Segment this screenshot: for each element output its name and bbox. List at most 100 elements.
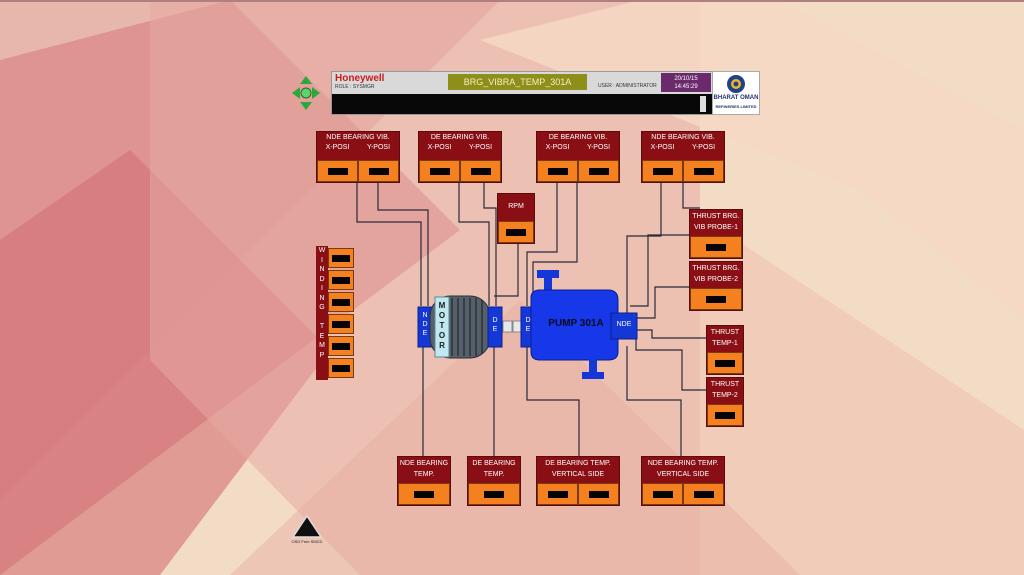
x-posi-label: X-POSI	[427, 144, 452, 151]
vib-box-title: NDE BEARING VIB.	[651, 134, 715, 141]
triangle-nav-icon[interactable]	[290, 515, 324, 543]
caption-line: NDE BEARING TEMP.	[647, 460, 719, 467]
value-field[interactable]	[690, 288, 742, 310]
value-field[interactable]	[578, 160, 619, 182]
pump-de-temp-box[interactable]: DE BEARING TEMP. VERTICAL SIDE	[536, 456, 620, 506]
caption-line: TEMP.	[413, 471, 435, 478]
display-title: BRG_VIBRA_TEMP_301A	[448, 74, 587, 90]
triangle-icon-caption: OSD Free SMCD	[291, 539, 323, 544]
label-letter: N	[319, 266, 325, 273]
caption-line: THRUST BRG.	[692, 265, 740, 272]
company-logo: BHARAT OMAN REFINERIES LIMITED	[712, 71, 760, 115]
bottom-caption: NDE BEARING TEMP.	[398, 457, 450, 480]
caption-line: TEMP-1	[712, 340, 738, 347]
value-field[interactable]	[498, 221, 534, 243]
value-field[interactable]	[419, 160, 460, 182]
thrust-temp-caption: THRUST TEMP-1	[707, 326, 743, 349]
value-field[interactable]	[328, 314, 354, 334]
winding-temp-box[interactable]: W I N D I N G T E M P	[316, 246, 354, 380]
value-field[interactable]	[537, 160, 578, 182]
caption-line: THRUST	[710, 381, 740, 388]
pump-nde-label: NDE	[616, 321, 632, 328]
value-field[interactable]	[328, 248, 354, 268]
value-field[interactable]	[642, 160, 683, 182]
label-letter: W	[318, 247, 326, 254]
value-field[interactable]	[537, 483, 578, 505]
caption-line: THRUST BRG.	[692, 213, 740, 220]
value-field[interactable]	[707, 352, 743, 374]
thrust-vib-caption: THRUST BRG. VIB PROBE-1	[690, 210, 742, 233]
vib-box-title: DE BEARING VIB.	[430, 134, 490, 141]
value-field[interactable]	[358, 160, 399, 182]
role-label: ROLE : SYSMGR	[335, 84, 375, 90]
value-field[interactable]	[690, 236, 742, 258]
logo-line2: REFINERIES LIMITED	[715, 104, 757, 109]
label-letter: I	[321, 256, 323, 264]
value-field[interactable]	[642, 483, 683, 505]
thrust-temp-1-box[interactable]: THRUST TEMP-1	[706, 325, 744, 375]
value-field[interactable]	[317, 160, 358, 182]
label-letter: P	[319, 351, 325, 359]
thrust-vib-probe-2-box[interactable]: THRUST BRG.VIB PROBE-2	[689, 261, 743, 311]
value-field[interactable]	[683, 483, 724, 505]
value-field[interactable]	[460, 160, 501, 182]
caption-line: NDE BEARING	[399, 460, 449, 467]
logo-line1: BHARAT OMAN	[713, 95, 759, 101]
thrust-vib-probe-1-box[interactable]: THRUST BRG. VIB PROBE-1	[689, 209, 743, 259]
value-field[interactable]	[328, 270, 354, 290]
y-posi-label: Y-POSI	[366, 144, 391, 151]
brand-label: Honeywell	[335, 73, 385, 84]
caption-line: DE BEARING TEMP.	[545, 460, 611, 467]
bottom-caption: DE BEARING TEMP. VERTICAL SIDE	[537, 457, 619, 480]
coupling	[502, 320, 523, 333]
vib-box-title: DE BEARING VIB.	[548, 134, 608, 141]
value-field[interactable]	[328, 358, 354, 378]
bottom-caption: NDE BEARING TEMP.VERTICAL SIDE	[642, 457, 724, 480]
value-field[interactable]	[328, 336, 354, 356]
pump-label: PUMP 301A	[548, 318, 604, 329]
value-field[interactable]	[468, 483, 520, 505]
alarm-line[interactable]	[332, 94, 712, 114]
datetime-box: 20/10/15 14:45:29	[661, 73, 711, 92]
label-letter: E	[319, 332, 325, 340]
value-field[interactable]	[328, 292, 354, 312]
date-label: 20/10/15	[674, 76, 698, 82]
alarm-scroll-icon[interactable]	[700, 96, 706, 112]
label-letter: G	[319, 304, 325, 311]
winding-temp-label: W I N D I N G T E M P	[316, 246, 328, 380]
y-posi-label: Y-POSI	[691, 144, 716, 151]
caption-line: VERTICAL SIDE	[551, 471, 605, 478]
thrust-vib-caption: THRUST BRG.VIB PROBE-2	[690, 262, 742, 285]
value-field[interactable]	[707, 404, 743, 426]
value-field[interactable]	[398, 483, 450, 505]
value-field[interactable]	[683, 160, 724, 182]
caption-line: DE BEARING	[472, 460, 516, 467]
caption-line: THRUST	[710, 329, 740, 336]
label-letter: D	[319, 275, 325, 283]
value-field[interactable]	[578, 483, 619, 505]
user-label: USER : ADMINISTRATOR	[598, 83, 657, 89]
label-letter	[316, 313, 328, 323]
motor-nde-temp-box[interactable]: NDE BEARING TEMP.	[397, 456, 451, 506]
compass-nav-icon[interactable]	[292, 76, 320, 110]
pump-nde-temp-box[interactable]: NDE BEARING TEMP.VERTICAL SIDE	[641, 456, 725, 506]
label-letter: M	[319, 342, 325, 349]
caption-line: VIB PROBE-1	[694, 224, 738, 231]
rpm-box[interactable]: RPM	[497, 193, 535, 244]
vib-box-title: NDE BEARING VIB.	[326, 134, 390, 141]
pump[interactable]	[520, 270, 638, 379]
motor[interactable]	[417, 295, 503, 359]
